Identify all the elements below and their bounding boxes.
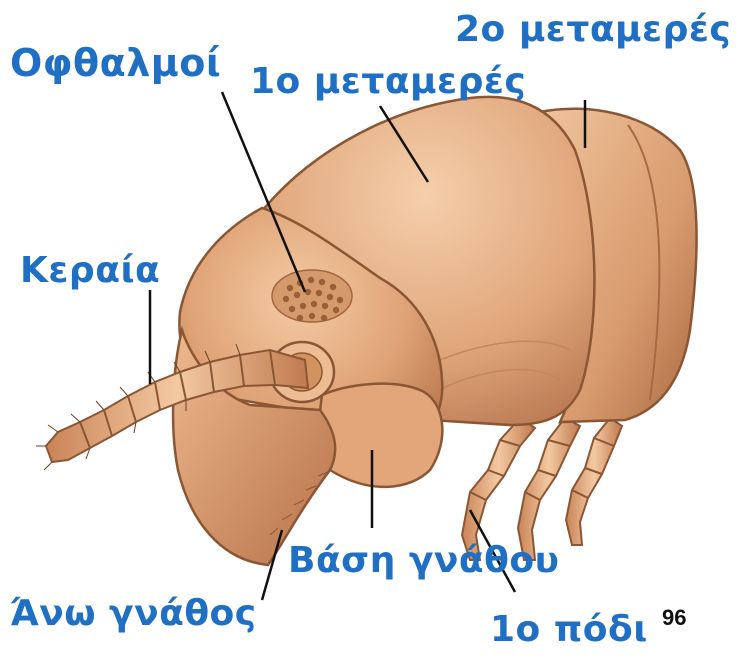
label-segment-1: 1ο μεταμερές (250, 64, 526, 100)
page-number: 96 (662, 605, 686, 631)
mandible-base-shape (320, 384, 442, 487)
label-mandible-base: Βάση γνάθου (288, 543, 559, 579)
label-upper-mandible: Άνω γνάθος (10, 596, 257, 632)
label-segment-2: 2ο μεταμερές (455, 12, 731, 48)
label-first-leg: 1ο πόδι (490, 612, 648, 648)
label-eyes: Οφθαλμοί (10, 44, 221, 82)
label-antenna: Κεραία (20, 253, 160, 289)
